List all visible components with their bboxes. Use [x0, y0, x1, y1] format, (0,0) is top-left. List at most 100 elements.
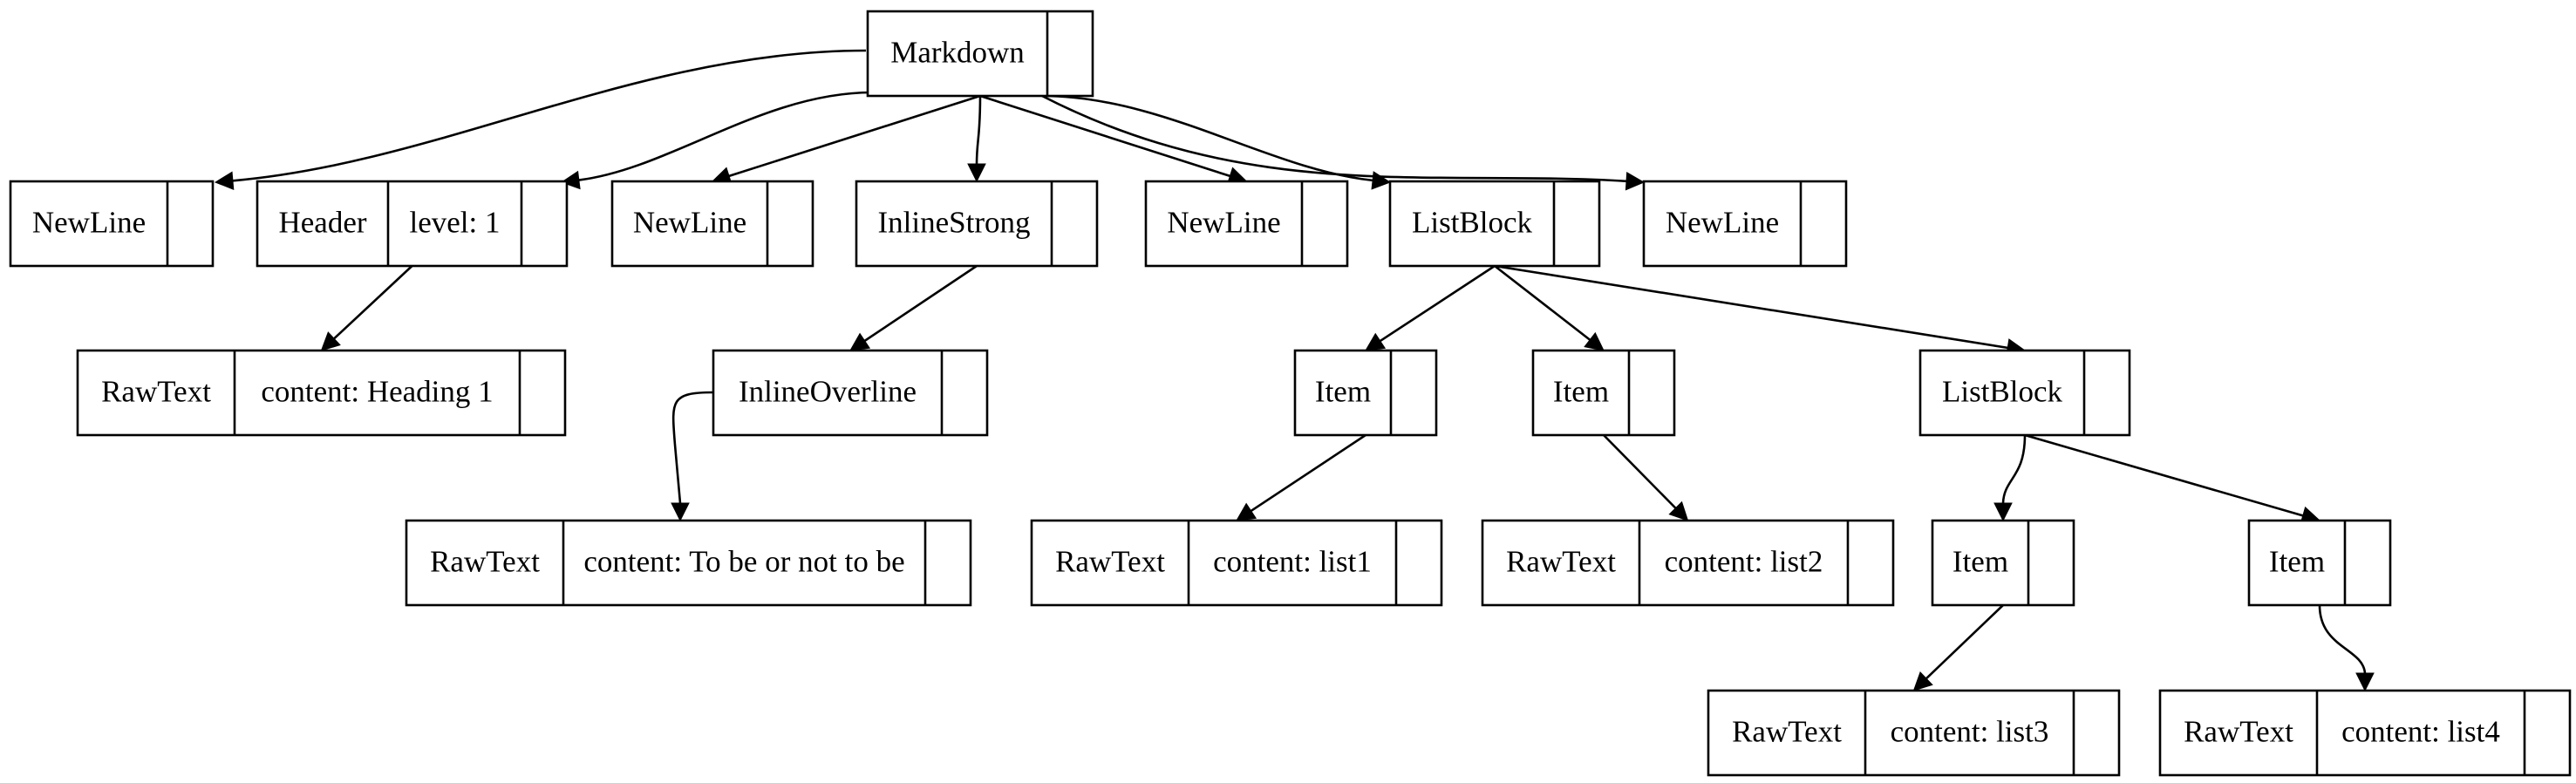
edge-line: [1380, 264, 1496, 343]
edge-line: [578, 91, 873, 181]
node-type-label: NewLine: [32, 206, 146, 240]
node-box: [9, 180, 215, 268]
node-type-label: Item: [1952, 545, 2008, 579]
edge-line: [2318, 604, 2367, 674]
arrowhead-icon: [967, 163, 986, 183]
edge-line: [728, 94, 981, 178]
node-listblock2: ListBlock: [1918, 349, 2131, 437]
node-box: [1531, 349, 1676, 437]
node-newline4: NewLine: [1642, 180, 1848, 268]
arrowhead-icon: [320, 331, 341, 351]
edge-line: [979, 94, 1230, 178]
arrowhead-icon: [1584, 331, 1605, 351]
edge-line: [1041, 94, 1627, 183]
node-type-label: Item: [1553, 375, 1609, 409]
node-type-label: Header: [278, 206, 366, 240]
node-box: [1931, 519, 2075, 607]
node-type-label: ListBlock: [1412, 206, 1533, 240]
edge-line: [863, 264, 978, 342]
arrowhead-icon: [1668, 500, 1689, 521]
node-inlineoverline: InlineOverline: [712, 349, 989, 437]
edge-line: [2024, 433, 2304, 517]
node-rawtext-list4: RawText content: list4: [2158, 689, 2572, 777]
node-listblock1: ListBlock: [1388, 180, 1601, 268]
node-field-label: content: To be or not to be: [583, 545, 904, 579]
node-rawtext-heading: RawText content: Heading 1: [76, 349, 567, 437]
node-item1: Item: [1293, 349, 1438, 437]
edge-line: [2001, 434, 2027, 504]
node-type-label: InlineOverline: [739, 375, 917, 409]
node-box: [866, 10, 1094, 98]
node-newline2: NewLine: [610, 180, 814, 268]
node-inlinestrong: InlineStrong: [855, 180, 1099, 268]
node-header: Header level: 1: [256, 180, 569, 268]
arrowhead-icon: [214, 171, 235, 190]
node-box: [405, 519, 972, 607]
node-type-label: NewLine: [633, 206, 746, 240]
edge-line: [671, 391, 714, 504]
node-type-label: RawText: [2184, 715, 2293, 749]
node-box: [2158, 689, 2572, 777]
node-field-label: content: list2: [1665, 545, 1823, 579]
node-field-label: content: list4: [2341, 715, 2500, 749]
node-type-label: RawText: [1506, 545, 1616, 579]
arrowhead-icon: [1365, 332, 1387, 351]
node-type-label: RawText: [101, 375, 211, 409]
node-box: [1293, 349, 1438, 437]
node-type-label: Item: [1315, 375, 1371, 409]
node-rawtext-tobe: RawText content: To be or not to be: [405, 519, 972, 607]
node-item2: Item: [1531, 349, 1676, 437]
edges-layer: [214, 49, 2375, 692]
arrowhead-icon: [1625, 171, 1646, 191]
node-box: [610, 180, 814, 268]
edge-line: [1250, 433, 1366, 513]
arrowhead-icon: [1993, 502, 2013, 522]
node-field-label: content: Heading 1: [261, 375, 493, 409]
node-box: [1642, 180, 1848, 268]
edge-line: [333, 265, 413, 340]
node-field-label: content: list1: [1213, 545, 1372, 579]
node-type-label: ListBlock: [1942, 375, 2063, 409]
edge-line: [1494, 264, 2008, 350]
node-box: [1388, 180, 1601, 268]
node-box: [1918, 349, 2131, 437]
arrowhead-icon: [560, 170, 581, 190]
node-box: [1707, 689, 2121, 777]
arrowhead-icon: [1912, 671, 1933, 691]
edge-line: [975, 95, 982, 165]
node-box: [1481, 519, 1895, 607]
edge-line: [1925, 604, 2004, 680]
node-type-label: NewLine: [1666, 206, 1779, 240]
arrowhead-icon: [1236, 502, 1257, 521]
node-newline3: NewLine: [1144, 180, 1349, 268]
node-rawtext-list1: RawText content: list1: [1030, 519, 1443, 607]
node-field-label: content: list3: [1891, 715, 2049, 749]
node-newline1: NewLine: [9, 180, 215, 268]
edge-line: [1494, 264, 1591, 341]
arrowhead-icon: [2355, 672, 2375, 692]
node-box: [2247, 519, 2392, 607]
node-box: [1030, 519, 1443, 607]
edge-line: [1603, 434, 1677, 509]
arrowhead-icon: [1371, 171, 1392, 190]
node-item3: Item: [1931, 519, 2075, 607]
node-type-label: Markdown: [890, 36, 1025, 70]
node-type-label: RawText: [430, 545, 540, 579]
node-type-label: InlineStrong: [878, 206, 1031, 240]
node-box: [76, 349, 567, 437]
node-rawtext-list2: RawText content: list2: [1481, 519, 1895, 607]
node-item4: Item: [2247, 519, 2392, 607]
node-field-label: level: 1: [410, 206, 501, 240]
node-type-label: Item: [2269, 545, 2325, 579]
node-box: [1144, 180, 1349, 268]
arrowhead-icon: [671, 502, 690, 522]
node-type-label: RawText: [1055, 545, 1165, 579]
node-box: [855, 180, 1099, 268]
arrowhead-icon: [849, 332, 871, 351]
node-box: [256, 180, 569, 268]
edge-line: [232, 49, 867, 182]
node-markdown: Markdown: [866, 10, 1094, 98]
